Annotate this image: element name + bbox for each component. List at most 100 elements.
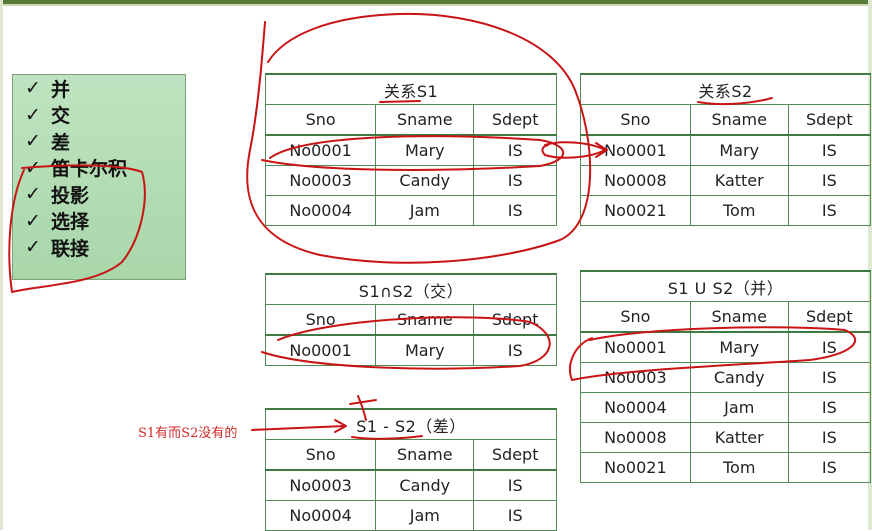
operation-label: 差 — [51, 131, 71, 154]
operation-label: 并 — [51, 78, 71, 101]
column-header-sname: Sname — [375, 439, 475, 471]
operation-item-union: ✓并 — [13, 75, 185, 102]
cell-sdept: IS — [473, 195, 557, 226]
cell-sname: Jam — [689, 392, 789, 423]
cell-sname: Mary — [375, 334, 475, 366]
column-header-sname: Sname — [375, 304, 475, 336]
check-icon: ✓ — [25, 77, 41, 100]
operation-item-intersection: ✓交 — [13, 102, 185, 129]
table-title: 关系S2 — [580, 73, 871, 105]
cell-sdept: IS — [473, 469, 557, 501]
cell-sdept: IS — [473, 334, 557, 366]
operation-label: 选择 — [51, 211, 90, 234]
annotation-note: S1有而S2没有的 — [138, 426, 238, 441]
operation-label: 联接 — [51, 237, 90, 260]
operation-label: 交 — [51, 105, 71, 128]
column-header-sno: Sno — [264, 439, 377, 471]
check-icon: ✓ — [25, 156, 41, 179]
column-header-sno: Sno — [580, 301, 691, 333]
column-header-sno: Sno — [580, 104, 691, 136]
column-header-sdept: Sdept — [787, 104, 872, 136]
cell-sno: No0008 — [580, 422, 691, 453]
cell-sdept: IS — [787, 331, 872, 363]
table-title: 关系S1 — [265, 73, 557, 105]
cell-sno: No0001 — [264, 134, 377, 166]
cell-sname: Mary — [375, 134, 475, 166]
cell-sname: Katter — [689, 422, 789, 453]
operation-item-projection: ✓投影 — [13, 181, 185, 208]
cell-sname: Candy — [375, 165, 475, 196]
cell-sname: Mary — [689, 331, 789, 363]
check-icon: ✓ — [25, 209, 41, 232]
check-icon: ✓ — [25, 130, 41, 153]
cell-sdept: IS — [787, 452, 872, 483]
window-right-border — [868, 0, 872, 530]
cell-sdept: IS — [787, 422, 872, 453]
column-header-sname: Sname — [689, 104, 789, 136]
cell-sno: No0003 — [264, 469, 377, 501]
operation-label: 笛卡尔积 — [51, 158, 128, 181]
column-header-sdept: Sdept — [787, 301, 872, 333]
operation-item-cartesian-product: ✓ 笛卡尔积 — [13, 155, 185, 182]
cell-sno: No0021 — [580, 452, 691, 483]
cell-sno: No0021 — [580, 195, 691, 226]
table-title: S1∩S2（交） — [265, 273, 557, 305]
window-left-border — [0, 0, 3, 530]
check-icon: ✓ — [25, 183, 41, 206]
cell-sdept: IS — [787, 362, 872, 393]
window-top-border — [0, 0, 872, 4]
cell-sno: No0001 — [580, 331, 691, 363]
cell-sdept: IS — [787, 134, 872, 166]
column-header-sname: Sname — [689, 301, 789, 333]
column-header-sno: Sno — [264, 304, 377, 336]
check-icon: ✓ — [25, 103, 41, 126]
table-title: S1 - S2（差） — [265, 408, 557, 440]
column-header-sname: Sname — [375, 104, 475, 136]
window-top-highlight — [0, 4, 872, 6]
column-header-sdept: Sdept — [473, 304, 557, 336]
cell-sno: No0001 — [264, 334, 377, 366]
operations-panel: ✓并 ✓交 ✓差 ✓笛卡尔积 ✓投影 ✓选择 ✓联接 — [12, 74, 186, 280]
operation-item-selection: ✓ 选择 — [13, 208, 185, 235]
cell-sdept: IS — [473, 500, 557, 531]
cell-sno: No0003 — [580, 362, 691, 393]
cell-sname: Candy — [689, 362, 789, 393]
column-header-sdept: Sdept — [473, 104, 557, 136]
cell-sname: Tom — [689, 195, 789, 226]
cell-sname: Jam — [375, 195, 475, 226]
cell-sno: No0003 — [264, 165, 377, 196]
column-header-sdept: Sdept — [473, 439, 557, 471]
cell-sdept: IS — [787, 165, 872, 196]
cell-sdept: IS — [473, 134, 557, 166]
cell-sno: No0008 — [580, 165, 691, 196]
cell-sno: No0001 — [580, 134, 691, 166]
cell-sdept: IS — [473, 165, 557, 196]
check-icon: ✓ — [25, 236, 41, 259]
operation-item-join: ✓ 联接 — [13, 234, 185, 261]
cell-sname: Candy — [375, 469, 475, 501]
cell-sno: No0004 — [264, 500, 377, 531]
cell-sno: No0004 — [580, 392, 691, 423]
cell-sdept: IS — [787, 195, 872, 226]
cell-sname: Katter — [689, 165, 789, 196]
operation-item-difference: ✓差 — [13, 128, 185, 155]
